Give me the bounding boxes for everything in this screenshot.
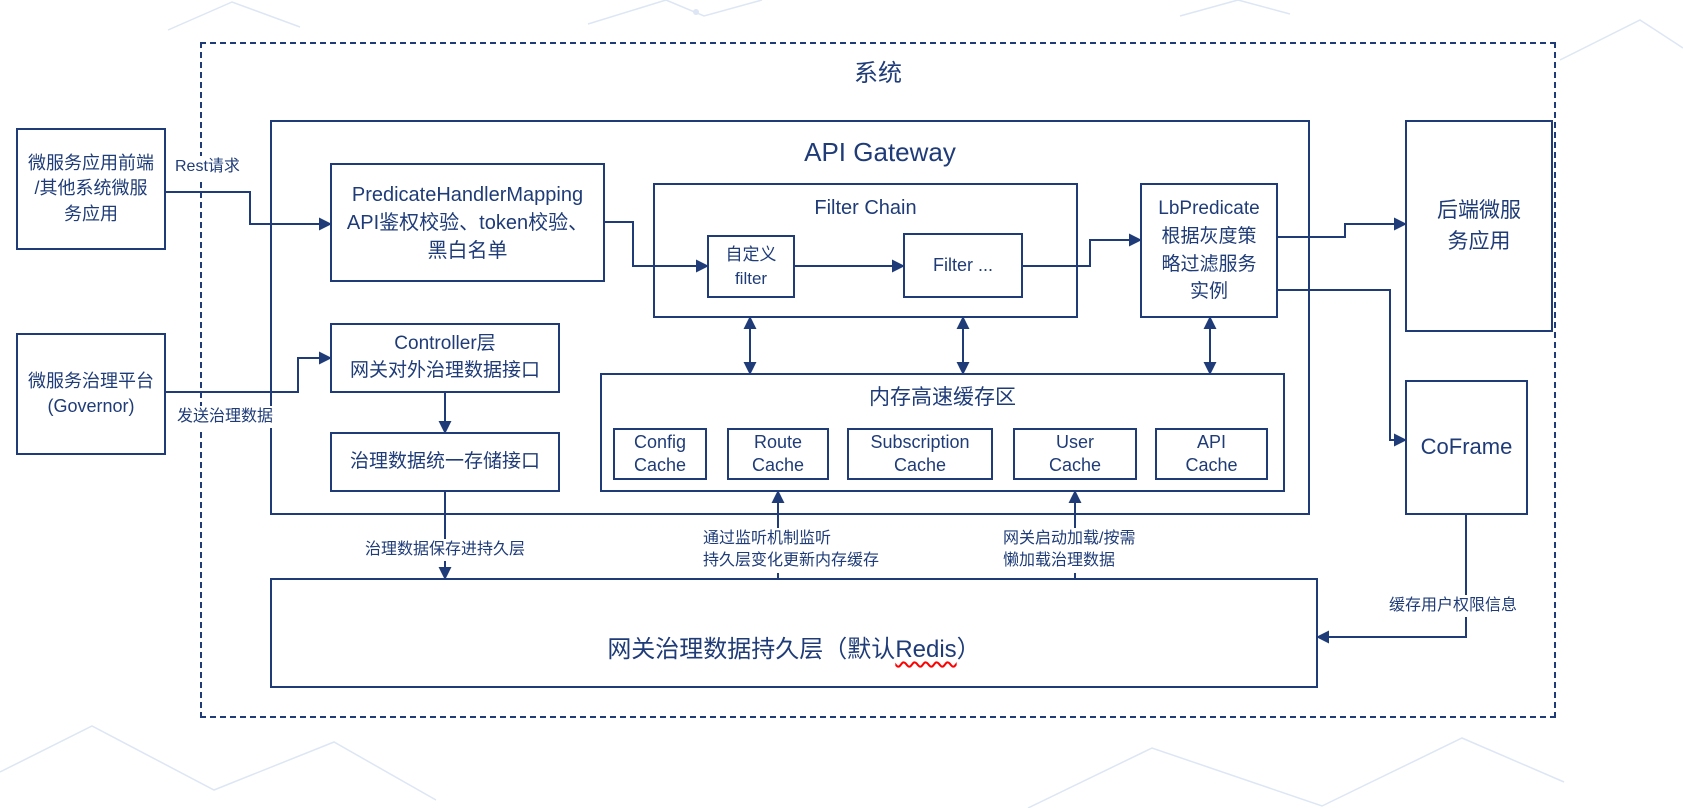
- microservice-frontend-box: 微服务应用前端 /其他系统微服 务应用: [16, 128, 166, 250]
- coframe-box: CoFrame: [1405, 380, 1528, 515]
- listen-mechanism-label: 通过监听机制监听 持久层变化更新内存缓存: [700, 528, 883, 573]
- governor-platform-box: 微服务治理平台 (Governor): [16, 333, 166, 455]
- route-cache-box: Route Cache: [727, 428, 829, 480]
- user-cache-box: User Cache: [1013, 428, 1137, 480]
- backend-microservice-box: 后端微服 务应用: [1405, 120, 1553, 332]
- redis-text: Redis: [895, 636, 957, 663]
- system-label: 系统: [854, 60, 902, 87]
- config-cache-box: Config Cache: [613, 428, 707, 480]
- predicate-handler-mapping-box: PredicateHandlerMapping API鉴权校验、token校验、…: [330, 163, 605, 282]
- rest-request-label: Rest请求: [172, 156, 243, 179]
- persistence-title-prefix: 网关治理数据持久层（默认: [607, 636, 896, 663]
- api-gateway-title: API Gateway: [804, 137, 956, 167]
- send-governance-data-label: 发送治理数据: [174, 406, 277, 429]
- persist-data-label: 治理数据保存进持久层: [362, 539, 529, 562]
- subscription-cache-box: Subscription Cache: [847, 428, 993, 480]
- controller-layer-box: Controller层 网关对外治理数据接口: [330, 323, 560, 393]
- persistence-layer-box: 网关治理数据持久层（默认Redis）: [270, 578, 1318, 688]
- lb-predicate-box: LbPredicate 根据灰度策 略过滤服务 实例: [1140, 183, 1278, 318]
- filter-more-box: Filter ...: [903, 233, 1023, 298]
- filter-chain-title: Filter Chain: [814, 197, 917, 219]
- lazy-load-label: 网关启动加载/按需 懒加载治理数据: [1000, 528, 1139, 573]
- cache-user-permission-label: 缓存用户权限信息: [1386, 595, 1521, 618]
- custom-filter-box: 自定义 filter: [707, 235, 795, 298]
- storage-interface-box: 治理数据统一存储接口: [330, 432, 560, 492]
- api-cache-box: API Cache: [1155, 428, 1268, 480]
- persistence-layer-title: 网关治理数据持久层（默认Redis）: [607, 599, 980, 666]
- persistence-title-suffix: ）: [956, 636, 981, 663]
- memory-cache-title: 内存高速缓存区: [869, 386, 1016, 409]
